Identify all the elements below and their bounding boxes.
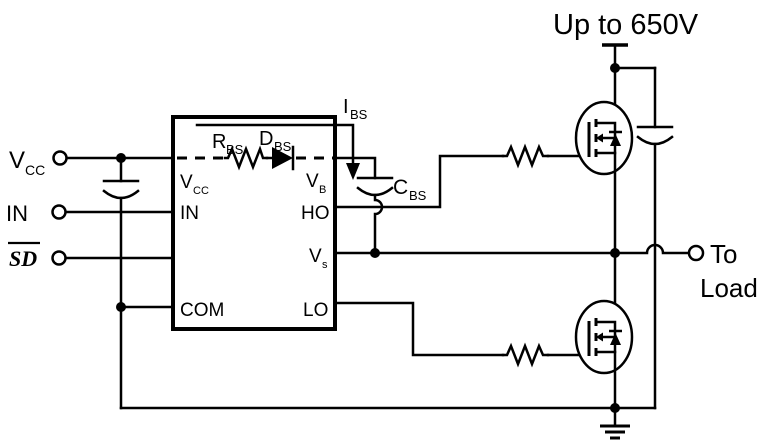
in-terminal	[51, 204, 67, 220]
wire-vb-out	[333, 156, 377, 180]
pin-label-vs-sub: s	[322, 259, 328, 271]
junction-dots	[116, 63, 620, 413]
gate-driver-ic-outline	[171, 115, 337, 331]
label-ibs-main: I	[343, 96, 349, 118]
label-sd-text: SD	[9, 246, 37, 271]
pin-label-lo: LO	[303, 300, 328, 321]
vcc-decoupling-capacitor-icon	[102, 179, 140, 200]
ibs-current-arrow-icon	[195, 123, 360, 180]
pin-label-ho: HO	[301, 203, 330, 224]
label-vcc-sub: CC	[25, 162, 45, 178]
junction-dot	[370, 248, 380, 258]
junction-dot	[610, 403, 620, 413]
rbs-resistor-icon	[223, 145, 269, 171]
label-cbs-main: C	[393, 176, 408, 199]
pin-label-vcc-main: V	[180, 172, 193, 193]
label-sd: SD	[8, 241, 40, 271]
label-to: To	[710, 239, 737, 269]
wire-lo	[333, 301, 505, 357]
high-side-mosfet-icon	[574, 100, 634, 176]
label-load: Load	[700, 273, 758, 303]
pin-label-com: COM	[180, 300, 224, 321]
label-in: IN	[6, 201, 28, 226]
label-rbs-sub: BS	[226, 142, 244, 157]
label-rbs-main: R	[212, 131, 226, 153]
wire-cbs-to-vs-hop	[373, 193, 384, 255]
high-gate-resistor-icon	[501, 143, 550, 169]
junction-dot	[116, 153, 126, 163]
pin-label-vs-main: V	[309, 246, 322, 267]
pin-label-vb-main: V	[306, 171, 319, 192]
low-side-mosfet-icon	[574, 299, 634, 375]
pin-label-vb-sub: B	[319, 184, 326, 196]
junction-dot	[610, 248, 620, 258]
wire-vs-switch-node	[333, 243, 691, 255]
pin-label-in: IN	[180, 203, 199, 224]
pin-label-vcc-sub: CC	[193, 185, 209, 197]
label-hv-supply: Up to 650V	[553, 9, 699, 41]
vcc-terminal	[52, 150, 68, 166]
label-cbs-sub: BS	[409, 188, 427, 203]
junction-dot	[116, 302, 126, 312]
dbs-diode-icon	[265, 145, 295, 171]
sd-terminal	[51, 250, 67, 266]
wire-ho	[333, 154, 505, 209]
junction-dot	[610, 63, 620, 73]
label-vcc-main: V	[9, 147, 25, 174]
bus-capacitor-icon	[636, 125, 674, 146]
cbs-capacitor-icon	[356, 176, 394, 197]
label-ibs-sub: BS	[350, 107, 368, 122]
low-gate-resistor-icon	[501, 342, 550, 368]
load-terminal	[687, 244, 705, 262]
label-dbs-sub: BS	[274, 139, 292, 154]
label-dbs-main: D	[259, 128, 273, 150]
